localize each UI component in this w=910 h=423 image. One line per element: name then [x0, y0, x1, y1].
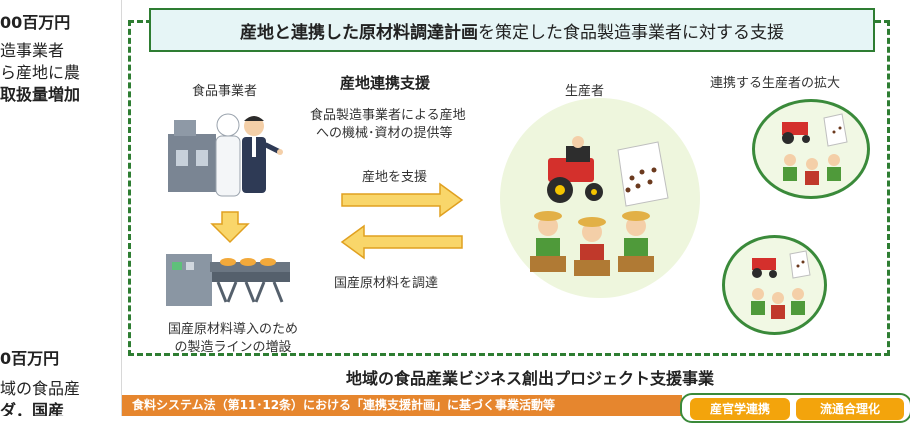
left-text-7: ダ．国産	[0, 401, 65, 416]
left-text-4: 取扱量増加	[0, 85, 81, 104]
left-arrow-icon	[340, 224, 463, 260]
seed-bag-icon	[617, 141, 669, 207]
expansion-label: 連携する生産者の拡大	[710, 76, 841, 91]
support-desc-1: 食品製造事業者による産地	[310, 108, 466, 123]
title-bold: 産地と連携した原材料調達計画	[240, 22, 478, 43]
support-header: 産地連携支援	[340, 74, 431, 92]
production-line-label-2: の製造ラインの増設	[174, 340, 292, 355]
procure-label: 国産原材料を調達	[334, 276, 439, 291]
expansion-illustration-1	[782, 113, 848, 185]
tractor-illustration	[547, 136, 603, 203]
title-box: 産地と連携した原材料調達計画 を策定した食品製造事業者に対する支援	[149, 8, 875, 52]
production-line-label-1: 国産原材料導入のため	[167, 322, 298, 337]
support-region-label: 産地を支援	[362, 170, 428, 185]
down-arrow-icon	[210, 211, 250, 244]
right-arrow-icon	[341, 182, 464, 218]
left-text-1: 00百万円	[0, 13, 71, 32]
title-rest: を策定した食品製造事業者に対する支援	[478, 22, 784, 43]
production-line-illustration	[166, 254, 290, 306]
project-title: 地域の食品産業ビジネス創出プロジェクト支援事業	[345, 369, 714, 388]
left-text-3: ら産地に農	[0, 63, 81, 82]
food-business-label: 食品事業者	[192, 84, 258, 99]
expansion-illustration-2	[751, 250, 811, 319]
support-desc-2: への機械･資材の提供等	[316, 126, 453, 141]
left-text-5: 0百万円	[0, 349, 60, 368]
expansion-circle-1	[752, 99, 870, 199]
left-partial-column: 00百万円 造事業者 ら産地に農 取扱量増加 0百万円 域の食品産 ダ．国産	[0, 0, 118, 416]
pill-industry-academia: 産官学連携	[690, 398, 790, 420]
left-text-2: 造事業者	[0, 41, 65, 60]
factory-workers-illustration	[168, 113, 283, 197]
law-bar: 食料システム法（第11･12条）における「連携支援計画」に基づく事業活動等	[122, 395, 682, 416]
column-divider	[121, 0, 122, 416]
left-text-6: 域の食品産	[0, 379, 81, 398]
farmers-illustration	[530, 211, 654, 276]
pill-distribution: 流通合理化	[796, 398, 904, 420]
producer-label: 生産者	[565, 84, 605, 99]
